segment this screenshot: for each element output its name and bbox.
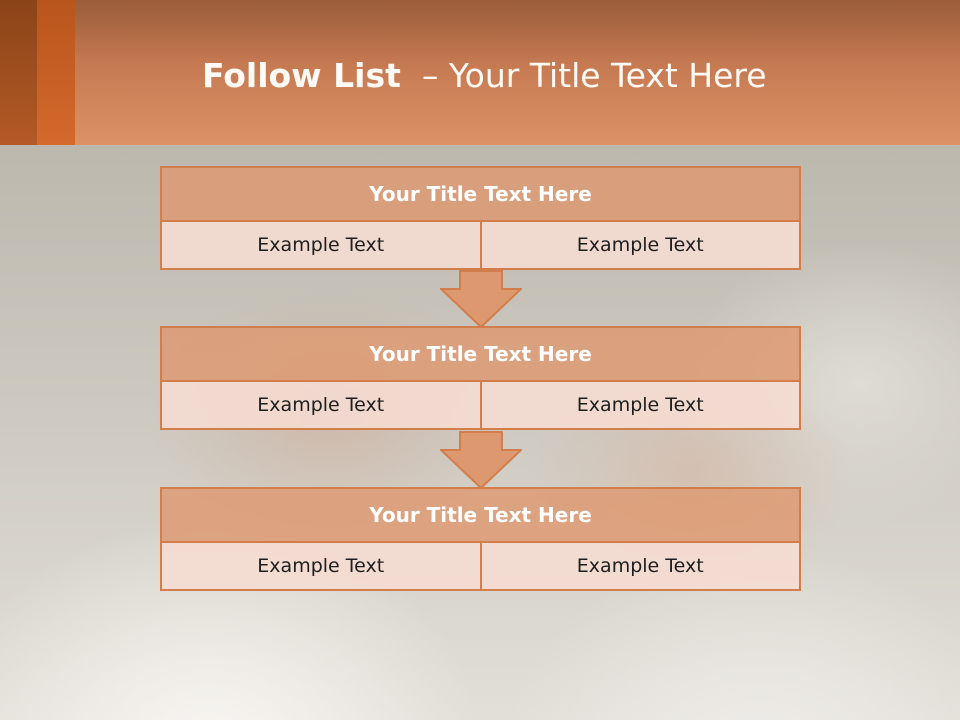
- slide-title: Follow List – Your Title Text Here: [202, 54, 767, 98]
- list-block-1: Your Title Text Here Example Text Exampl…: [160, 166, 801, 270]
- block-row: Example Text Example Text: [160, 541, 801, 591]
- block-row: Example Text Example Text: [160, 220, 801, 270]
- slide-title-rest: – Your Title Text Here: [421, 56, 767, 95]
- header-accent-dark: [0, 0, 37, 145]
- header-accent-orange: [37, 0, 75, 145]
- down-arrow-icon: [440, 431, 522, 489]
- block-cell-left: Example Text: [160, 220, 482, 270]
- block-cell-left: Example Text: [160, 541, 482, 591]
- block-title: Your Title Text Here: [160, 166, 801, 222]
- slide-title-bold: Follow List: [202, 56, 401, 95]
- block-row: Example Text Example Text: [160, 380, 801, 430]
- block-cell-right: Example Text: [479, 380, 801, 430]
- block-cell-left: Example Text: [160, 380, 482, 430]
- list-block-2: Your Title Text Here Example Text Exampl…: [160, 326, 801, 430]
- block-title: Your Title Text Here: [160, 326, 801, 382]
- block-cell-right: Example Text: [479, 220, 801, 270]
- down-arrow-icon: [440, 270, 522, 328]
- block-title: Your Title Text Here: [160, 487, 801, 543]
- list-block-3: Your Title Text Here Example Text Exampl…: [160, 487, 801, 591]
- block-cell-right: Example Text: [479, 541, 801, 591]
- header-band: Follow List – Your Title Text Here: [0, 0, 960, 145]
